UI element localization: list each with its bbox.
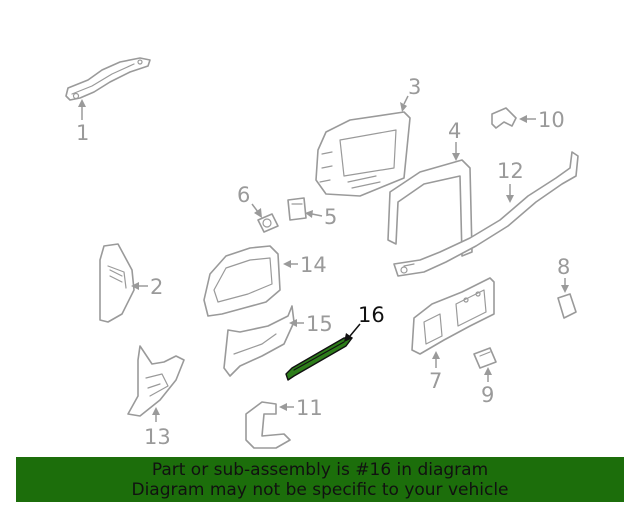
svg-text:5: 5 [324,205,337,229]
callout-3: 3 [400,75,421,112]
svg-text:9: 9 [481,383,494,407]
svg-text:13: 13 [144,425,171,449]
part-6-knob [257,213,279,233]
svg-text:12: 12 [497,159,524,183]
parts-diagram: 1 2 3 4 5 [65,57,579,449]
callout-9: 9 [481,367,494,407]
svg-text:16: 16 [358,303,385,327]
part-3-center-display [315,111,411,197]
svg-text:10: 10 [538,108,565,132]
part-16-trim-strip[interactable] [285,337,353,381]
svg-text:14: 14 [300,253,327,277]
footer-line-1: Part or sub-assembly is #16 in diagram [151,460,489,480]
callout-11: 11 [279,396,323,420]
callout-2: 2 [131,275,163,299]
part-9-bracket [473,347,497,369]
part-1-bracket [65,57,151,101]
callout-15: 15 [289,312,333,336]
callout-7: 7 [429,351,442,393]
svg-text:3: 3 [408,75,421,99]
part-13-lower-panel [127,345,185,417]
part-10-cover [491,107,517,129]
part-12-upper-trim [393,151,579,277]
callout-10: 10 [519,108,565,132]
part-14-cluster-bezel [203,245,281,317]
part-11-trim-ring [245,401,291,449]
svg-text:15: 15 [306,312,333,336]
callout-16: 16 [344,303,385,342]
callout-6: 6 [237,183,262,218]
svg-text:4: 4 [448,119,461,143]
svg-text:7: 7 [429,369,442,393]
callout-5: 5 [305,205,337,229]
part-15-lower-bezel [223,305,295,377]
callout-13: 13 [144,407,171,449]
callout-12: 12 [497,159,524,203]
part-4-bezel [387,159,473,257]
svg-text:11: 11 [296,396,323,420]
svg-text:8: 8 [557,255,570,279]
callout-1: 1 [76,99,89,145]
part-5-clip [287,197,307,221]
callout-14: 14 [283,253,327,277]
svg-text:6: 6 [237,183,250,207]
footer-line-2: Diagram may not be specific to your vehi… [131,480,509,500]
callout-8: 8 [557,255,570,293]
callout-4: 4 [448,119,461,161]
svg-text:2: 2 [150,275,163,299]
svg-text:1: 1 [76,121,89,145]
part-7-console-bracket [411,277,495,355]
footer-banner: Part or sub-assembly is #16 in diagram D… [16,457,624,502]
part-8-cap [557,293,577,319]
part-2-side-panel [99,243,135,323]
